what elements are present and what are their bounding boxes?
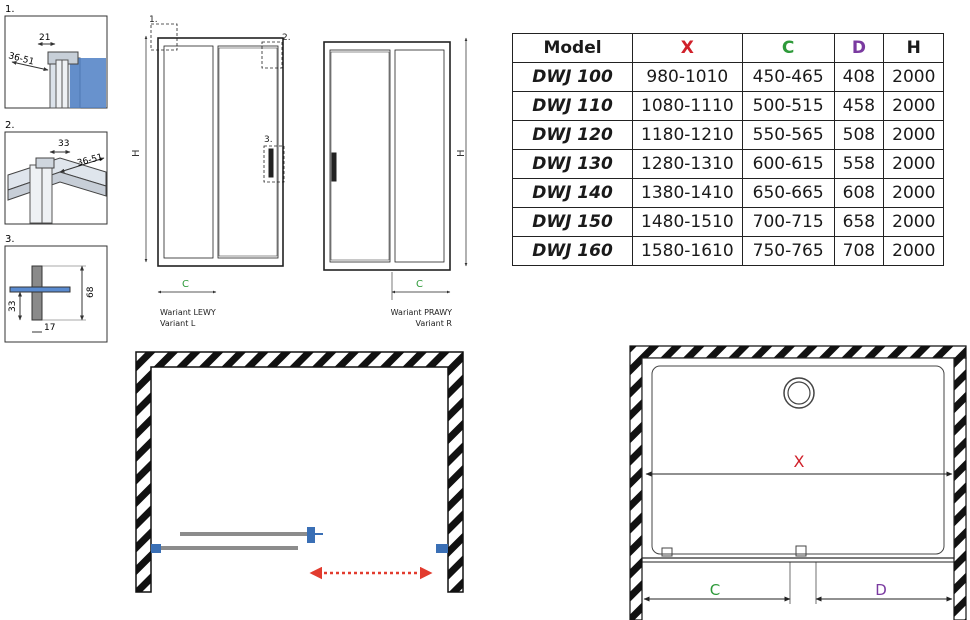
- cell-model: DWJ 130: [512, 149, 633, 179]
- c-label-left: C: [182, 279, 189, 290]
- cell-h: 2000: [883, 62, 945, 92]
- cell-d: 408: [833, 62, 885, 92]
- c-label: C: [710, 581, 720, 599]
- cell-x: 1580-1610: [632, 236, 743, 266]
- plan-tray-right: X C D: [629, 345, 967, 620]
- detail-1-number: 1.: [5, 4, 15, 15]
- header-d: D: [833, 33, 885, 63]
- header-c: C: [741, 33, 835, 63]
- cell-model: DWJ 110: [512, 91, 633, 121]
- cell-model: DWJ 160: [512, 236, 633, 266]
- cell-h: 2000: [883, 120, 945, 150]
- plan-niche-left: [135, 351, 464, 593]
- wall-profile-right: [436, 544, 448, 553]
- cell-model: DWJ 120: [512, 120, 633, 150]
- drain-icon: [783, 377, 815, 409]
- cell-x: 1280-1310: [632, 149, 743, 179]
- cell-h: 2000: [883, 91, 945, 121]
- detail-3-number: 3.: [5, 234, 15, 245]
- cell-d: 458: [833, 91, 885, 121]
- x-label: X: [794, 452, 805, 471]
- callout-1: 1.: [149, 15, 158, 25]
- cell-d: 608: [833, 178, 885, 208]
- cell-d: 658: [833, 207, 885, 237]
- cell-model: DWJ 100: [512, 62, 633, 92]
- variant-right-line2: Variant R: [416, 319, 453, 328]
- d-label: D: [875, 581, 887, 599]
- cell-c: 450-465: [741, 62, 835, 92]
- cell-x: 1180-1210: [632, 120, 743, 150]
- cell-x: 1480-1510: [632, 207, 743, 237]
- detail-1-dim-width: 21: [39, 33, 50, 43]
- detail-3-dim-a: 33: [8, 301, 18, 312]
- wall-profile-left: [151, 544, 161, 553]
- table-header-row: Model X C D H: [512, 33, 945, 63]
- cell-d: 558: [833, 149, 885, 179]
- callout-3: 3.: [264, 135, 273, 145]
- shower-tray: [641, 357, 955, 559]
- cell-c: 600-615: [741, 149, 835, 179]
- detail-2-number: 2.: [5, 120, 15, 131]
- cell-c: 700-715: [741, 207, 835, 237]
- detail-2: 2. 33 36-51: [4, 120, 108, 225]
- detail-3: 3. 33 68 17: [4, 234, 108, 343]
- detail-1: 1. 21 36-51: [4, 4, 108, 109]
- cell-c: 750-765: [741, 236, 835, 266]
- cell-h: 2000: [883, 207, 945, 237]
- variant-right-line1: Wariant PRAWY: [391, 308, 452, 317]
- detail-3-dim-b: 17: [44, 323, 55, 333]
- cell-c: 550-565: [741, 120, 835, 150]
- cell-c: 650-665: [741, 178, 835, 208]
- cell-h: 2000: [883, 236, 945, 266]
- cell-x: 1380-1410: [632, 178, 743, 208]
- variant-left-line1: Wariant LEWY: [160, 308, 216, 317]
- cell-d: 508: [833, 120, 885, 150]
- variant-left-line2: Variant L: [160, 319, 196, 328]
- height-label-left: H: [131, 149, 142, 157]
- cell-model: DWJ 150: [512, 207, 633, 237]
- header-x: X: [632, 33, 743, 63]
- cell-h: 2000: [883, 178, 945, 208]
- callout-2: 2.: [282, 33, 291, 43]
- header-model: Model: [512, 33, 633, 63]
- elevation-left: H C 1. 2. 3. Wariant LEWY Variant L: [131, 15, 291, 328]
- cell-model: DWJ 140: [512, 178, 633, 208]
- detail-3-dim-height: 68: [86, 286, 96, 298]
- cell-x: 980-1010: [632, 62, 743, 92]
- header-h: H: [883, 33, 945, 63]
- cell-x: 1080-1110: [632, 91, 743, 121]
- elevation-right: H C Wariant PRAWY Variant R: [323, 37, 468, 328]
- cell-c: 500-515: [741, 91, 835, 121]
- height-label-right: H: [456, 149, 467, 157]
- detail-2-dim-width: 33: [58, 139, 69, 149]
- cell-d: 708: [833, 236, 885, 266]
- c-label-right: C: [416, 279, 423, 290]
- handle-bracket: [307, 527, 315, 543]
- cell-h: 2000: [883, 149, 945, 179]
